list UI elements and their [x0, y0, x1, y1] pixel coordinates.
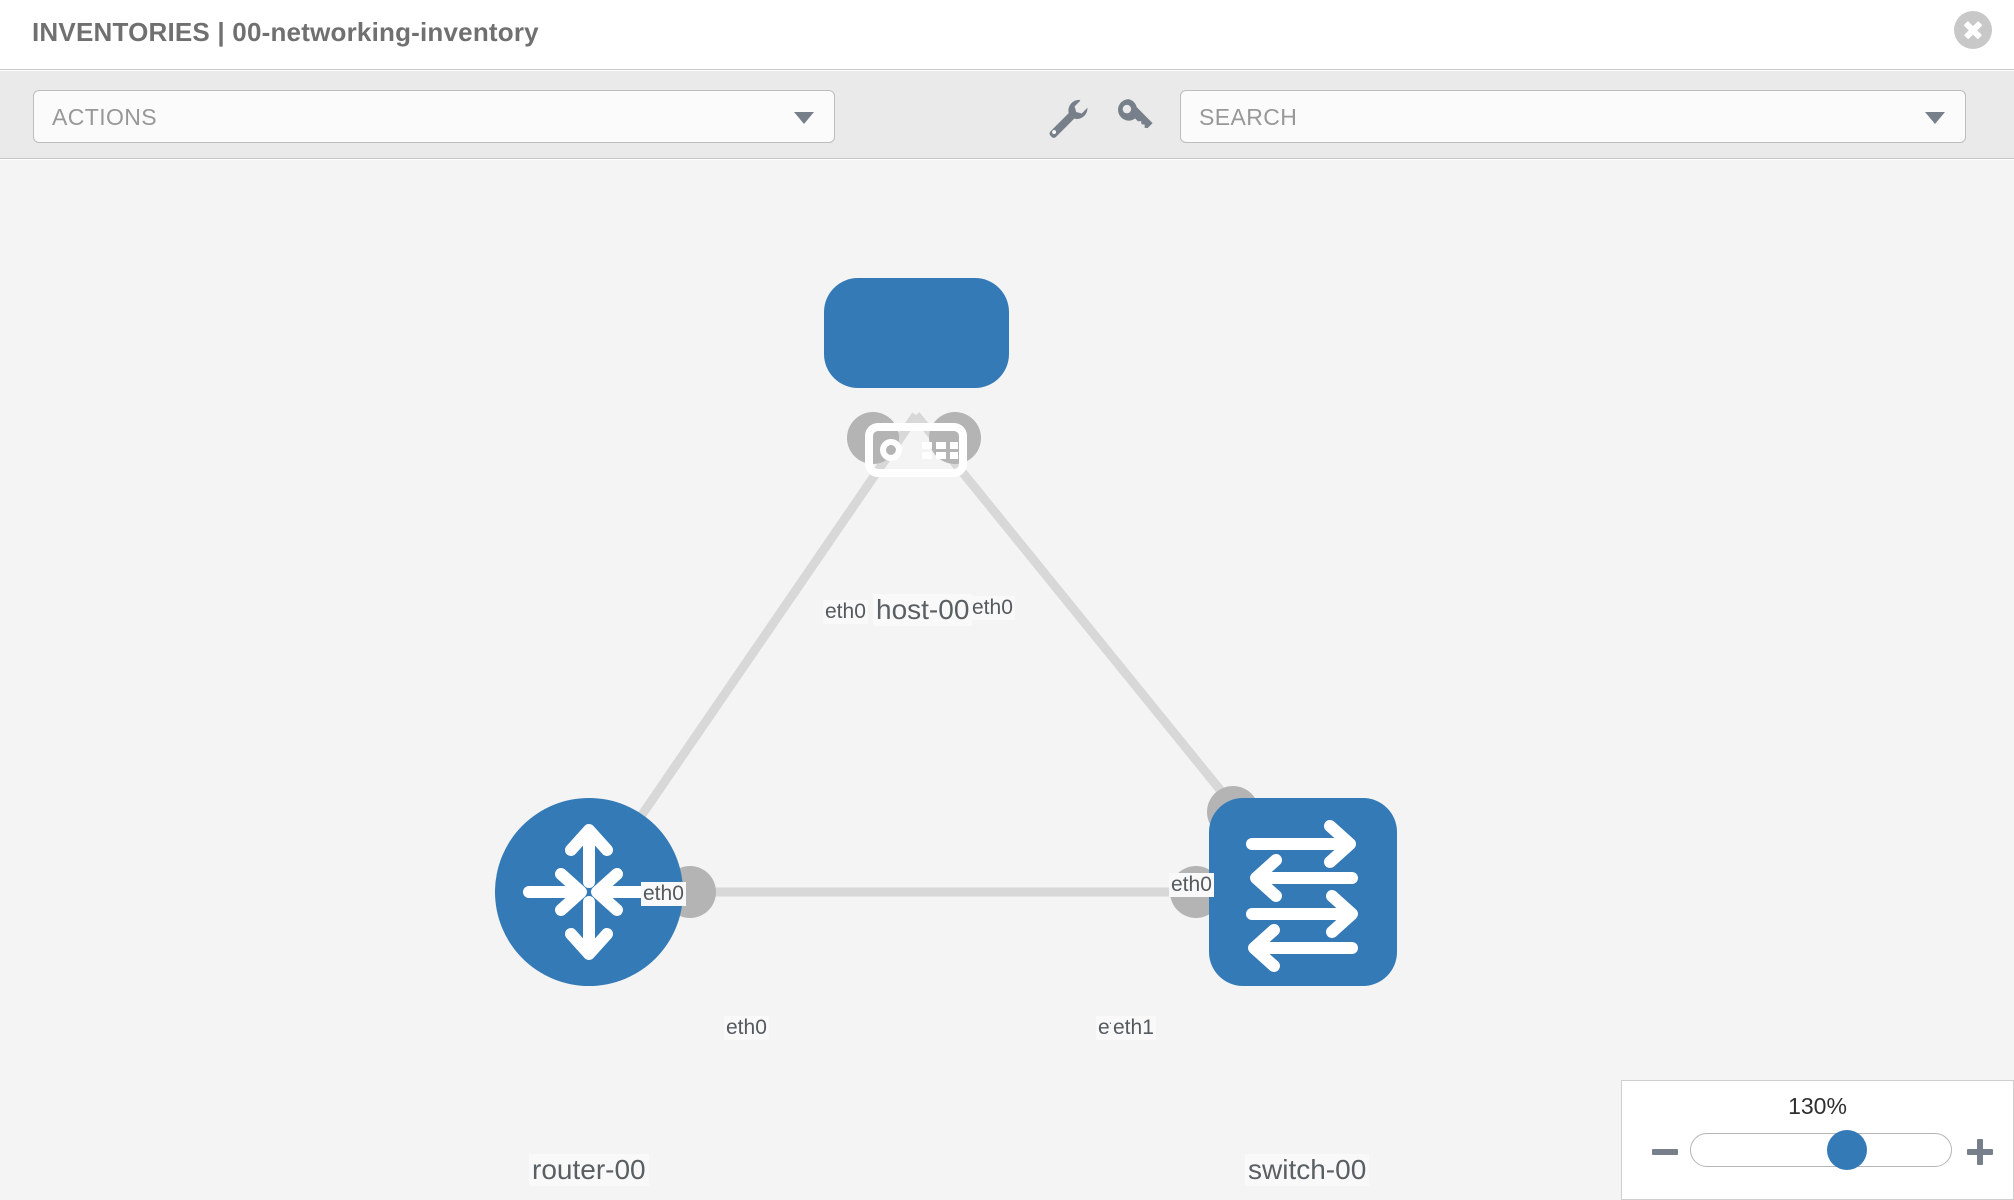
node-label-switch-00: switch-00 [1245, 1154, 1370, 1186]
chevron-down-icon [1925, 111, 1945, 124]
plus-icon-stroke-v [1977, 1139, 1983, 1165]
search-input[interactable]: SEARCH [1180, 90, 1966, 143]
minus-icon-stroke [1652, 1149, 1678, 1155]
search-placeholder: SEARCH [1199, 104, 1298, 130]
zoom-control-panel: 130% [1621, 1080, 2014, 1200]
close-icon[interactable] [1954, 11, 1992, 49]
toolbar: ACTIONS SEARCH [0, 71, 2014, 159]
chevron-down-icon [794, 111, 814, 124]
edge-label-host-switch-near-switch: eth0 [1169, 873, 1214, 897]
page-header: INVENTORIES | 00-networking-inventory [0, 0, 2014, 70]
wrench-icon[interactable] [1043, 93, 1089, 139]
router-arrows-icon [523, 824, 655, 960]
zoom-slider-thumb[interactable] [1827, 1130, 1867, 1170]
topology-anchors [664, 412, 1259, 918]
switch-arrows-icon [1246, 820, 1358, 972]
node-label-host-00: host-00 [873, 594, 973, 626]
server-icon [865, 423, 967, 477]
node-router-00-shape [495, 798, 683, 986]
actions-dropdown[interactable]: ACTIONS [33, 90, 835, 143]
topology-graph [495, 278, 1397, 986]
actions-dropdown-label: ACTIONS [52, 104, 158, 130]
edge-label-router-switch-near-switch: eth1 [1111, 1016, 1156, 1040]
edge-host-router [585, 412, 920, 895]
zoom-slider[interactable] [1690, 1130, 1952, 1170]
node-switch-00 [1209, 798, 1397, 986]
edge-label-host-router-near-host: eth0 [823, 600, 868, 624]
topology-canvas[interactable]: eth0 eth0 eth0 eth0 eth0 eth eth1 host-0… [0, 160, 2014, 1200]
edge-label-host-switch-near-host: eth0 [970, 596, 1015, 620]
node-label-router-00: router-00 [529, 1154, 649, 1186]
topology-edges [585, 412, 1307, 897]
node-host-00-shape [824, 278, 1009, 388]
minus-icon[interactable] [1650, 1137, 1680, 1167]
key-icon[interactable] [1111, 93, 1157, 139]
node-router-00 [495, 798, 683, 986]
plus-icon[interactable] [1965, 1137, 1995, 1167]
edge-label-router-switch-near-router: eth0 [724, 1016, 769, 1040]
zoom-level-value: 130% [1788, 1093, 1847, 1119]
node-host-00 [824, 278, 1009, 477]
node-switch-00-shape [1209, 798, 1397, 986]
page-title: INVENTORIES | 00-networking-inventory [32, 17, 539, 47]
edge-label-host-router-near-router: eth0 [641, 882, 686, 906]
